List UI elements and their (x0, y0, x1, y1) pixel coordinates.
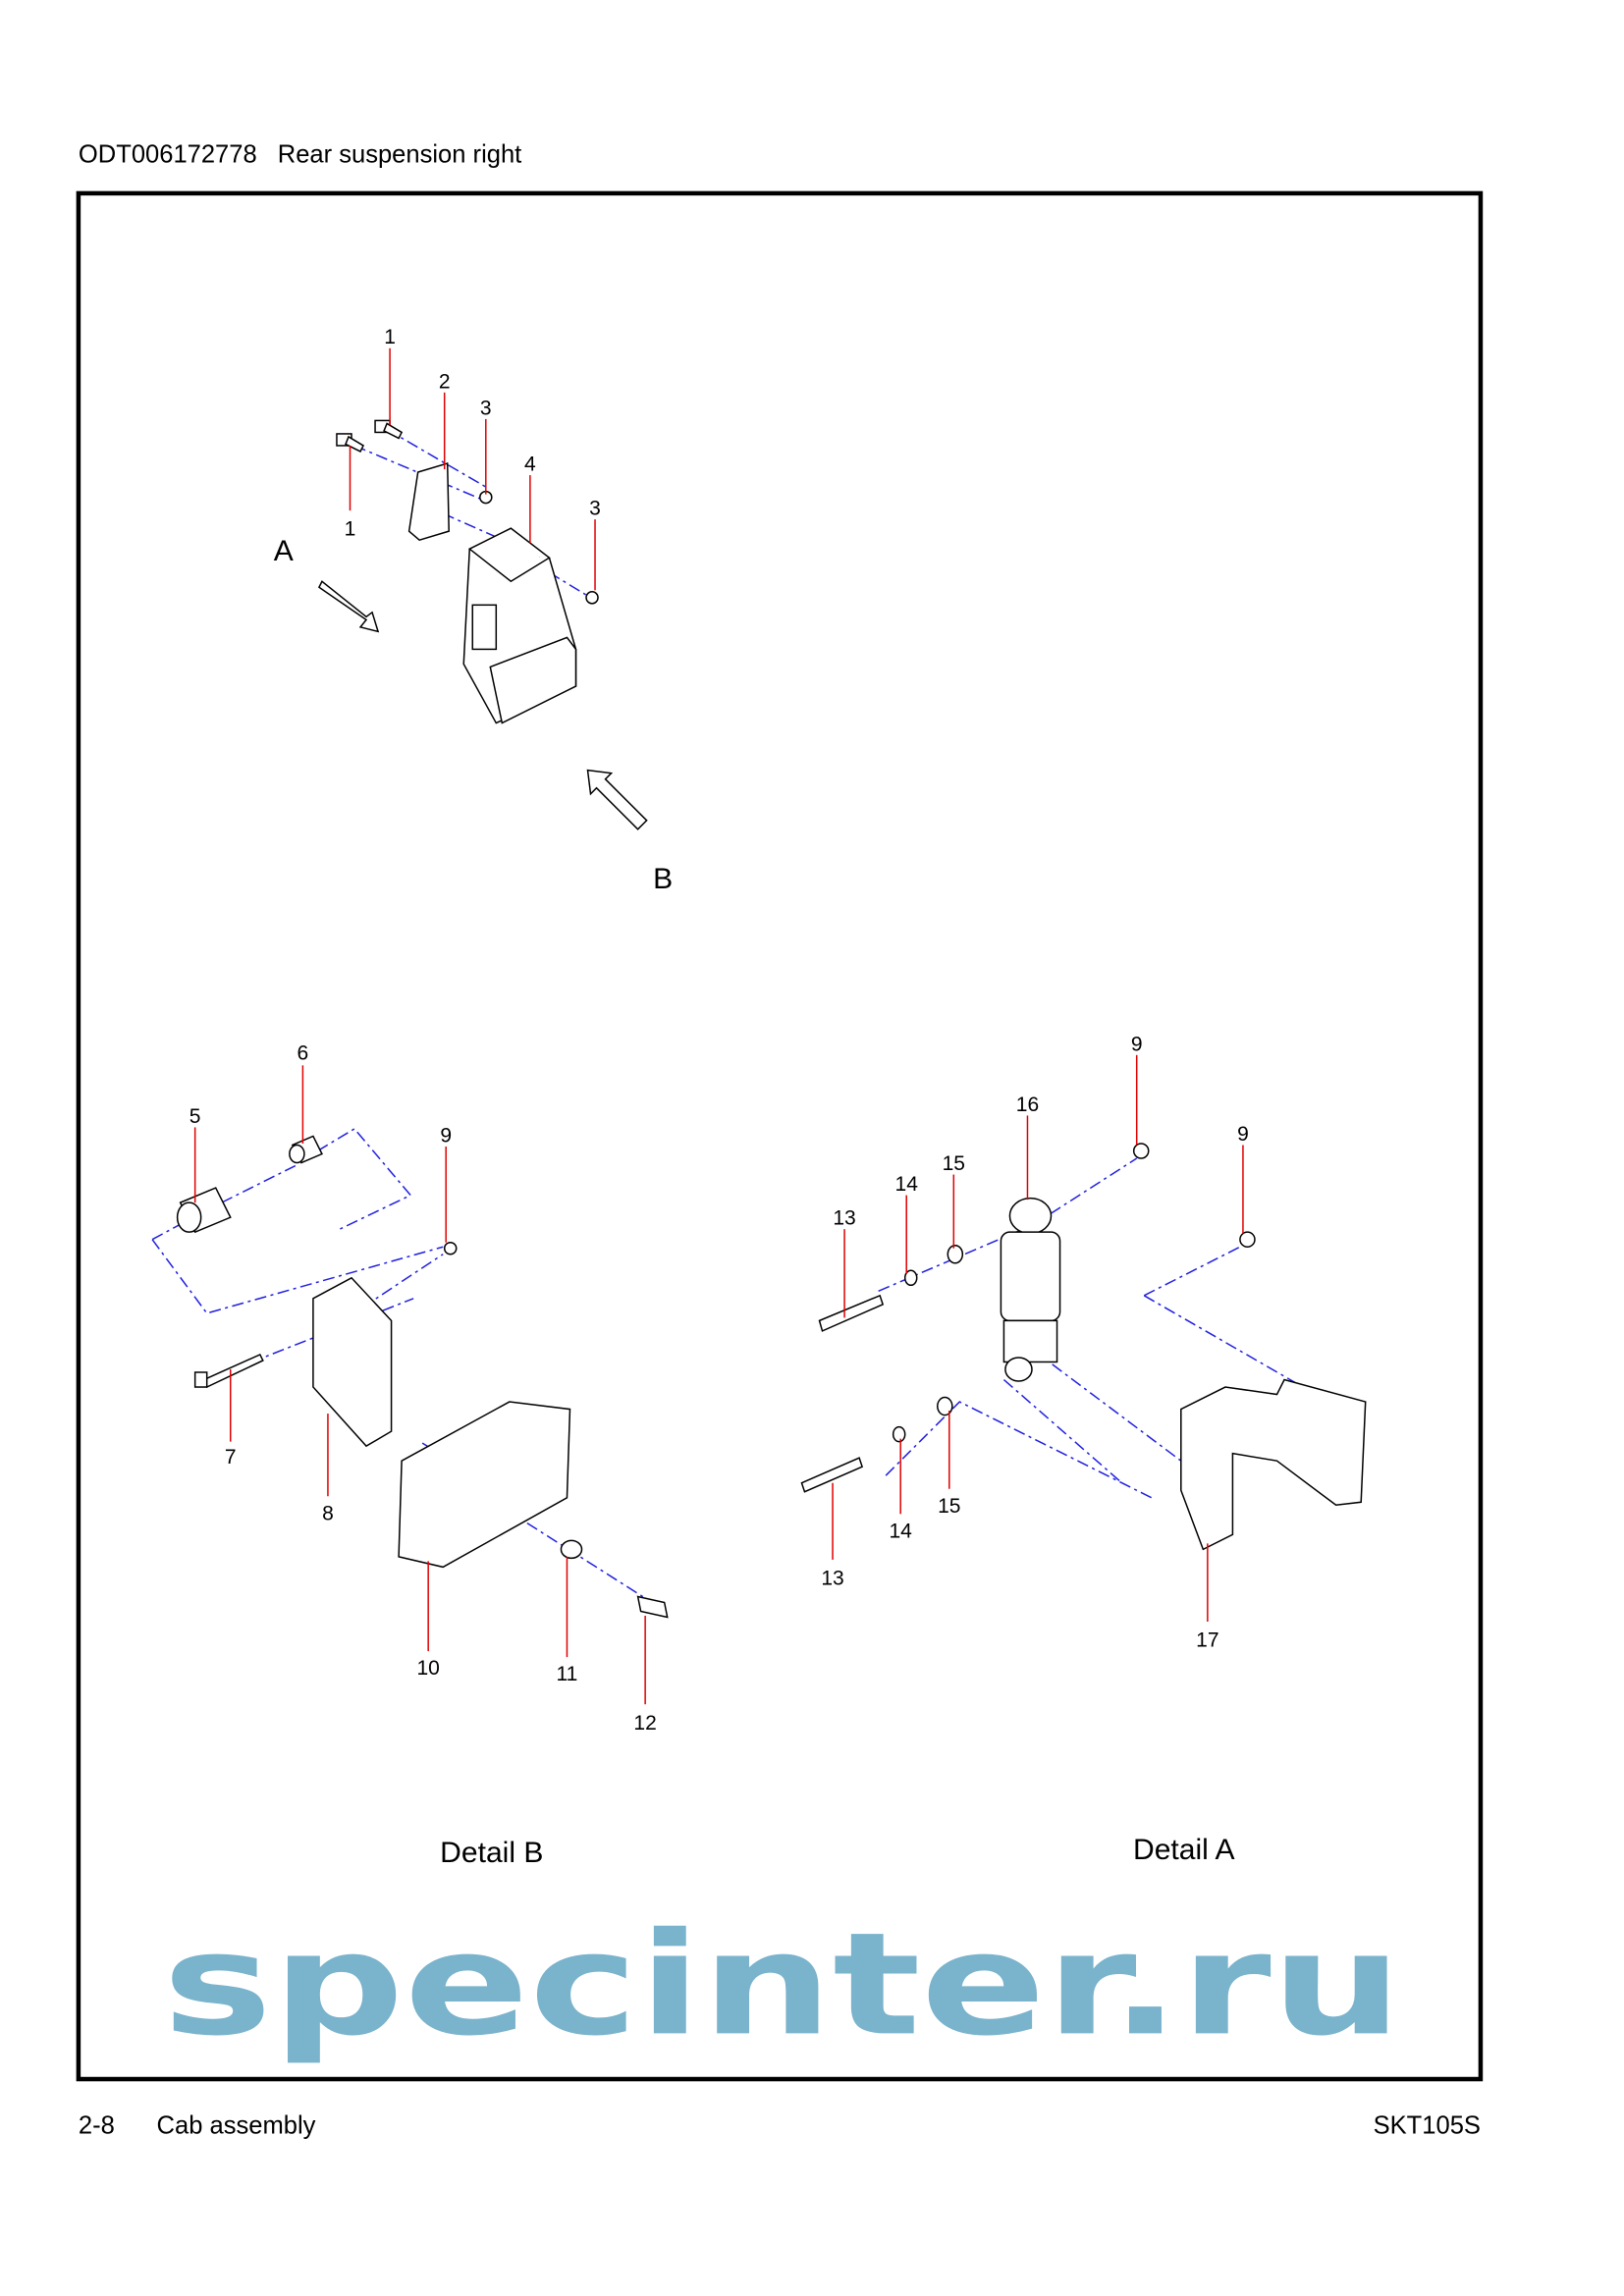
sleeve-6 (289, 1135, 323, 1164)
view-arrow-b (586, 769, 648, 830)
callout-16: 16 (1016, 1094, 1039, 1116)
callout-12: 12 (633, 1712, 656, 1735)
page-header: ODT006172778 Rear suspension right (79, 140, 521, 168)
view-labels: A B Detail B Detail A (274, 535, 1235, 1869)
model-name: SKT105S (1374, 2112, 1481, 2140)
nut-9-detail-b (443, 1241, 458, 1255)
washer-15-upper (947, 1244, 964, 1264)
callout-9: 9 (1131, 1033, 1143, 1055)
leader-lines (193, 347, 1244, 1705)
detail-b-title: Detail B (440, 1837, 543, 1869)
washer-11 (560, 1539, 583, 1560)
view-arrow-a (317, 580, 380, 633)
page-number: 2-8 (79, 2112, 115, 2140)
callout-9: 9 (440, 1124, 452, 1147)
callout-15: 15 (938, 1495, 960, 1518)
callout-13: 13 (833, 1207, 855, 1230)
watermark: specinter.ru (163, 1902, 1403, 2067)
bolt-13-upper (818, 1294, 885, 1332)
view-label-a: A (274, 535, 294, 567)
callout-10: 10 (416, 1657, 439, 1680)
callout-9: 9 (1237, 1123, 1249, 1146)
bracket-8 (312, 1276, 393, 1448)
callout-17: 17 (1196, 1629, 1218, 1652)
callout-8: 8 (322, 1502, 334, 1524)
bolt-7 (202, 1353, 264, 1389)
diagram-title: Rear suspension right (278, 140, 522, 168)
view-label-b: B (653, 863, 673, 895)
page-footer: 2-8 Cab assembly SKT105S (79, 2112, 1481, 2140)
bolt-1-upper (374, 419, 404, 440)
callout-5: 5 (189, 1105, 201, 1128)
bracket-17 (1180, 1378, 1367, 1551)
bolt-13-lower (800, 1457, 864, 1493)
bolt-1-lower (336, 433, 365, 453)
callout-14: 14 (895, 1173, 919, 1196)
callout-1: 1 (384, 326, 396, 348)
nut-9-lower (1239, 1231, 1256, 1248)
plate-10 (398, 1401, 571, 1569)
shock-absorber-16 (1000, 1197, 1061, 1382)
diagram-frame (76, 190, 1484, 2082)
callout-11: 11 (557, 1663, 578, 1685)
callout-14: 14 (889, 1520, 912, 1542)
callout-15: 15 (943, 1152, 965, 1175)
washer-14-upper (903, 1269, 918, 1287)
detail-b-parts (151, 1127, 669, 1619)
callout-4: 4 (524, 454, 536, 476)
callout-3: 3 (589, 498, 601, 520)
bushing-5 (176, 1187, 232, 1234)
bolt-12 (636, 1595, 669, 1619)
nut-9-upper (1132, 1143, 1150, 1159)
detail-a-title: Detail A (1133, 1834, 1235, 1866)
callout-13: 13 (821, 1567, 843, 1589)
diagram-code: ODT006172778 (79, 140, 257, 168)
callout-3: 3 (480, 397, 492, 419)
callout-2: 2 (439, 370, 451, 393)
overview-assembly (317, 419, 648, 830)
callout-1: 1 (345, 518, 356, 541)
callout-7: 7 (225, 1446, 237, 1468)
callout-labels: 1 1 2 3 3 4 5 6 7 8 9 9 9 10 11 12 13 13… (189, 326, 1249, 1735)
washer-14-lower (892, 1425, 906, 1443)
nut-3-lower (585, 591, 599, 605)
bracket-2 (407, 462, 450, 542)
section-name: Cab assembly (157, 2112, 316, 2140)
callout-6: 6 (298, 1041, 309, 1064)
detail-a-parts (800, 1143, 1367, 1551)
